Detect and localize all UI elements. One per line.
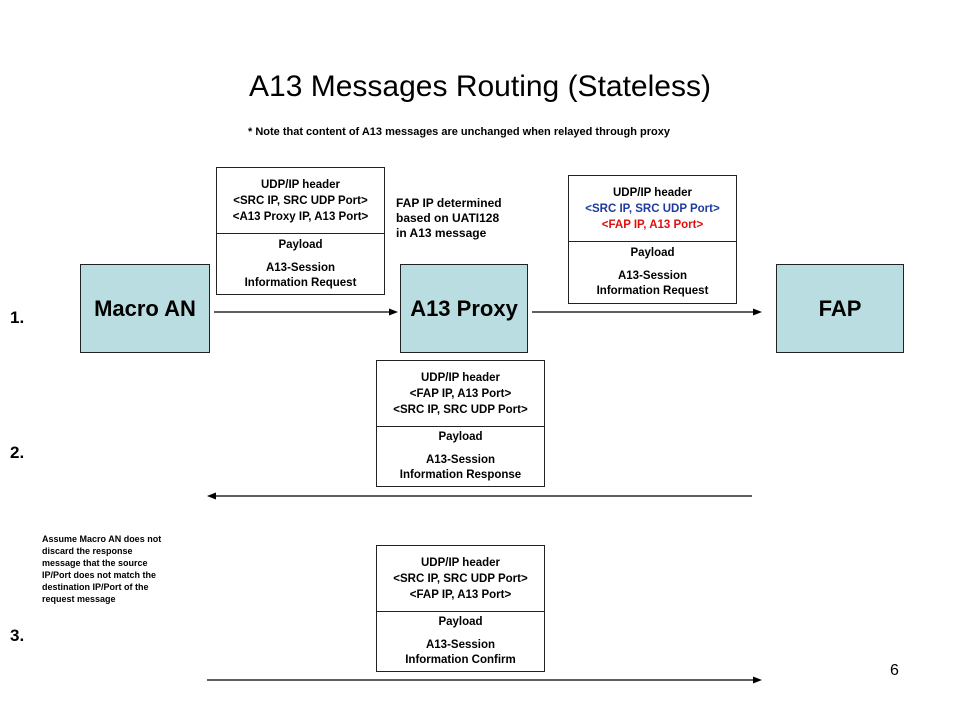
payload-line: Information Request (596, 285, 709, 297)
udp-ip-header: UDP/IP header <SRC IP, SRC UDP Port> <A1… (217, 168, 384, 234)
assume-note-line: discard the response (42, 546, 133, 556)
payload-line: Information Response (399, 469, 522, 481)
payload: Payload A13-Session Information Response (377, 427, 544, 486)
node-a13-proxy: A13 Proxy (400, 264, 528, 353)
payload-line: A13-Session (265, 261, 336, 274)
header-title: UDP/IP header (420, 371, 501, 384)
udp-ip-header: UDP/IP header <SRC IP, SRC UDP Port> <FA… (569, 176, 736, 242)
fap-ip-note-line: based on UATI128 (396, 211, 500, 225)
arrowhead-proxy-to-fap (753, 308, 762, 316)
header-title: UDP/IP header (420, 556, 501, 569)
relay-note: * Note that content of A13 messages are … (248, 126, 670, 138)
payload-title: Payload (630, 247, 675, 259)
message-box-response: UDP/IP header <FAP IP, A13 Port> <SRC IP… (376, 360, 545, 487)
assume-note-line: message that the source (42, 558, 148, 568)
header-source: <FAP IP, A13 Port> (409, 387, 512, 400)
message-box-confirm: UDP/IP header <SRC IP, SRC UDP Port> <FA… (376, 545, 545, 672)
node-fap: FAP (776, 264, 904, 353)
header-destination: <FAP IP, A13 Port> (409, 588, 512, 601)
page-title: A13 Messages Routing (Stateless) (249, 70, 711, 103)
step-1-label: 1. (10, 308, 25, 327)
payload-line: A13-Session (425, 639, 496, 651)
payload-title: Payload (438, 616, 483, 628)
arrowhead-fap-to-macro (207, 492, 216, 500)
fap-ip-note-line: FAP IP determined (396, 196, 502, 210)
assume-note-line: destination IP/Port of the (42, 582, 149, 592)
payload: Payload A13-Session Information Request (217, 234, 384, 294)
step-2-label: 2. (10, 443, 25, 462)
payload-line: Information Confirm (405, 654, 516, 666)
payload: Payload A13-Session Information Confirm (377, 612, 544, 671)
node-macro-an: Macro AN (80, 264, 210, 353)
header-destination: <FAP IP, A13 Port> (601, 218, 704, 231)
fap-ip-note: FAP IP determined based on UATI128 in A1… (396, 196, 502, 241)
assume-note-line: Assume Macro AN does not (42, 534, 162, 544)
header-source: <SRC IP, SRC UDP Port> (393, 572, 528, 585)
header-source: <SRC IP, SRC UDP Port> (585, 202, 720, 215)
udp-ip-header: UDP/IP header <SRC IP, SRC UDP Port> <FA… (377, 546, 544, 612)
assume-note: Assume Macro AN does not discard the res… (42, 533, 192, 605)
payload-line: A13-Session (425, 454, 496, 466)
arrowhead-macro-to-fap (753, 676, 762, 684)
header-destination: <SRC IP, SRC UDP Port> (393, 403, 528, 416)
message-box-request-to-proxy: UDP/IP header <SRC IP, SRC UDP Port> <A1… (216, 167, 385, 295)
step-3-label: 3. (10, 626, 25, 645)
header-destination: <A13 Proxy IP, A13 Port> (232, 210, 369, 223)
fap-ip-note-line: in A13 message (396, 226, 487, 240)
assume-note-line: IP/Port does not match the (42, 570, 157, 580)
header-source: <SRC IP, SRC UDP Port> (233, 194, 368, 207)
payload-title: Payload (438, 431, 483, 443)
udp-ip-header: UDP/IP header <FAP IP, A13 Port> <SRC IP… (377, 361, 544, 427)
payload: Payload A13-Session Information Request (569, 242, 736, 303)
message-box-request-to-fap: UDP/IP header <SRC IP, SRC UDP Port> <FA… (568, 175, 737, 304)
payload-title: Payload (278, 238, 323, 251)
header-title: UDP/IP header (612, 186, 693, 199)
payload-line: A13-Session (617, 270, 688, 282)
assume-note-line: request message (42, 594, 116, 604)
header-title: UDP/IP header (260, 178, 341, 191)
payload-line: Information Request (244, 276, 357, 289)
arrowhead-macro-to-proxy (389, 308, 398, 316)
page-number: 6 (890, 662, 899, 679)
